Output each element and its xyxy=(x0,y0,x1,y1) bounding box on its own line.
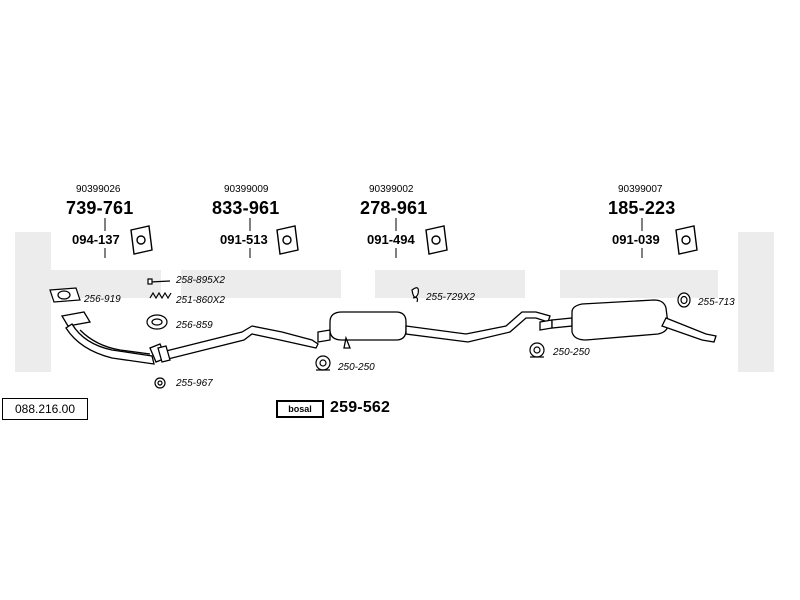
ring-icon xyxy=(146,314,168,330)
spring-icon xyxy=(149,291,172,300)
label-rear-gasket: 255-713 xyxy=(698,297,735,308)
oem-number: 90399002 xyxy=(369,184,414,195)
rubber-mount-3-icon xyxy=(425,225,448,255)
clamp-icon xyxy=(154,377,166,389)
pipe-clamp-icon xyxy=(315,355,331,371)
rear-gasket-icon xyxy=(677,292,691,308)
oem-number: 90399009 xyxy=(224,184,269,195)
rubber-mount-2-icon xyxy=(276,225,299,255)
watermark-bar-4 xyxy=(375,270,525,298)
clip-icon xyxy=(411,287,419,303)
rubber-mount-4-icon xyxy=(675,225,698,255)
watermark-bar-3 xyxy=(181,270,341,298)
mount-number: 094-137 xyxy=(72,232,120,247)
oem-number: 90399007 xyxy=(618,184,663,195)
intermediate-pipe-icon xyxy=(157,325,319,363)
label-bolt: 258-895X2 xyxy=(176,275,225,286)
kit-number: 259-562 xyxy=(330,399,391,416)
label-gasket: 256-919 xyxy=(84,294,121,305)
part-number: 739-761 xyxy=(66,198,134,218)
bosal-logo: bosal xyxy=(276,400,324,418)
label-pipe-clamp: 250-250 xyxy=(338,362,375,373)
diagram-number-badge: 088.216.00 xyxy=(2,398,88,420)
oem-number: 90399026 xyxy=(76,184,121,195)
part-number: 185-223 xyxy=(608,198,676,218)
pipe-clamp-icon xyxy=(529,342,545,358)
part-number: 833-961 xyxy=(212,198,280,218)
part-number: 278-961 xyxy=(360,198,428,218)
label-clip: 255-729X2 xyxy=(426,292,475,303)
rubber-mount-1-icon xyxy=(130,225,153,255)
gasket-icon xyxy=(49,287,81,303)
bolt-icon xyxy=(147,278,171,285)
watermark-bar-1 xyxy=(15,232,51,372)
mount-number: 091-513 xyxy=(220,232,268,247)
label-pipe-clamp: 250-250 xyxy=(553,347,590,358)
mount-number: 091-039 xyxy=(612,232,660,247)
label-spring: 251-860X2 xyxy=(176,295,225,306)
rear-silencer-icon xyxy=(539,299,717,343)
centre-silencer-icon xyxy=(317,311,551,349)
watermark-bar-5 xyxy=(560,270,718,298)
watermark-bar-6 xyxy=(738,232,774,372)
mount-number: 091-494 xyxy=(367,232,415,247)
label-ring: 256-859 xyxy=(176,320,213,331)
label-clamp: 255-967 xyxy=(176,378,213,389)
